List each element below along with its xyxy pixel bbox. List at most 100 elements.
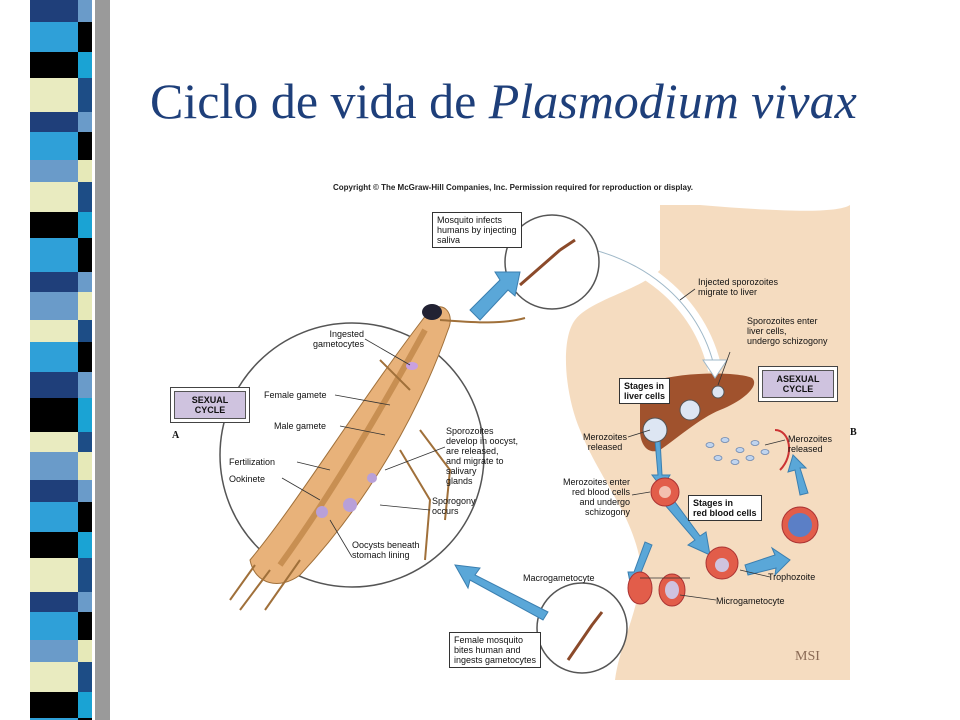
panel-letter-b: B bbox=[850, 427, 857, 438]
strip-block bbox=[30, 112, 78, 132]
arrow-rbc-3 bbox=[787, 454, 809, 496]
label-merozoites-enter-line-3: and undergo bbox=[579, 497, 630, 507]
strip-block bbox=[78, 432, 92, 452]
asexual-cycle-line-2: CYCLE bbox=[782, 384, 814, 394]
strip-block bbox=[78, 0, 92, 22]
label-merozoites-released-2: Merozoites released bbox=[788, 434, 832, 454]
strip-block bbox=[30, 692, 78, 718]
caption-female-mosquito: Female mosquito bites human and ingests … bbox=[449, 632, 542, 668]
strip-block bbox=[78, 558, 92, 592]
strip-block bbox=[78, 612, 92, 640]
label-sporozoites-develop-line-3: are released, bbox=[446, 446, 499, 456]
strip-block bbox=[30, 320, 78, 342]
strip-block bbox=[30, 532, 78, 558]
strip-block bbox=[30, 52, 78, 78]
decorative-left-strip bbox=[30, 0, 110, 720]
strip-block bbox=[30, 160, 78, 182]
label-sporogony: Sporogony occurs bbox=[432, 496, 476, 516]
strip-block bbox=[30, 592, 78, 612]
label-merozoites-enter-line-2: red blood cells bbox=[571, 487, 630, 497]
strip-block bbox=[78, 502, 92, 532]
artist-signature: MSI bbox=[795, 649, 820, 664]
caption-female-mosquito-line-3: ingests gametocytes bbox=[454, 655, 537, 665]
strip-block bbox=[78, 182, 92, 212]
strip-block bbox=[78, 480, 92, 502]
strip-block bbox=[30, 132, 78, 160]
label-microgametocyte: Microgametocyte bbox=[716, 596, 785, 606]
label-oocysts-line-2: stomach lining bbox=[352, 550, 410, 560]
strip-block bbox=[30, 22, 78, 52]
label-sporogony-line-1: Sporogony bbox=[432, 496, 476, 506]
strip-block bbox=[78, 78, 92, 112]
strip-block bbox=[78, 372, 92, 398]
label-sporogony-line-2: occurs bbox=[432, 506, 459, 516]
strip-block bbox=[78, 272, 92, 292]
strip-block bbox=[30, 480, 78, 502]
sexual-cycle-line-1: SEXUAL bbox=[191, 395, 229, 405]
strip-block bbox=[30, 342, 78, 372]
label-merozoites-released-2-line-1: Merozoites bbox=[788, 434, 833, 444]
label-ingested-gametocytes: Ingested gametocytes bbox=[300, 329, 364, 349]
label-sporozoites-develop-line-5: salivary bbox=[446, 466, 477, 476]
strip-block bbox=[30, 238, 78, 272]
strip-block bbox=[30, 78, 78, 112]
strip-block bbox=[78, 342, 92, 372]
strip-block bbox=[78, 592, 92, 612]
arrow-rbc-2 bbox=[744, 546, 791, 577]
strip-block bbox=[30, 718, 78, 720]
label-ingested-gametocytes-line-1: Ingested bbox=[329, 329, 364, 339]
label-merozoites-enter: Merozoites enter red blood cells and und… bbox=[540, 477, 630, 517]
caption-stages-rbc-line-2: red blood cells bbox=[693, 508, 757, 518]
caption-stages-liver-line-2: liver cells bbox=[624, 391, 666, 401]
strip-block bbox=[30, 640, 78, 662]
caption-mosquito-infects-line-2: humans by injecting bbox=[437, 225, 517, 235]
slide-title-italic: Plasmodium vivax bbox=[488, 73, 857, 129]
strip-block bbox=[78, 52, 92, 78]
label-merozoites-released-1: Merozoites released bbox=[579, 432, 631, 452]
caption-stages-rbc-line-1: Stages in bbox=[693, 498, 734, 508]
liver-schizont bbox=[679, 399, 701, 421]
caption-stages-rbc: Stages in red blood cells bbox=[688, 495, 762, 521]
label-female-gamete: Female gamete bbox=[264, 390, 327, 400]
mosquito-bite-circle-top bbox=[504, 214, 600, 310]
strip-block bbox=[78, 292, 92, 320]
strip-block bbox=[30, 558, 78, 592]
strip-block bbox=[78, 112, 92, 132]
caption-mosquito-infects-line-1: Mosquito infects bbox=[437, 215, 503, 225]
panel-letter-a: A bbox=[172, 430, 180, 441]
strip-block bbox=[30, 432, 78, 452]
strip-block bbox=[78, 452, 92, 480]
label-sporozoites-enter-line-1: Sporozoites enter bbox=[747, 316, 818, 326]
merozoite-cluster bbox=[705, 437, 770, 465]
mosquito-bite-circle-bottom bbox=[536, 582, 628, 674]
label-injected-sporozoites-line-1: Injected sporozoites bbox=[698, 277, 779, 287]
label-merozoites-enter-line-4: schizogony bbox=[584, 507, 630, 517]
strip-block bbox=[30, 452, 78, 480]
label-macrogametocyte: Macrogametocyte bbox=[523, 573, 595, 583]
strip-block bbox=[78, 662, 92, 692]
label-sporozoites-develop-line-1: Sporozoites bbox=[446, 426, 494, 436]
caption-female-mosquito-line-2: bites human and bbox=[454, 645, 521, 655]
strip-block bbox=[30, 182, 78, 212]
label-merozoites-enter-line-1: Merozoites enter bbox=[562, 477, 630, 487]
label-sporozoites-enter-line-2: liver cells, bbox=[747, 326, 787, 336]
arrow-to-human bbox=[469, 271, 521, 321]
strip-block bbox=[30, 662, 78, 692]
caption-female-mosquito-line-1: Female mosquito bbox=[454, 635, 524, 645]
strip-block bbox=[30, 292, 78, 320]
strip-block bbox=[78, 718, 92, 720]
strip-block bbox=[30, 0, 78, 22]
label-oocysts-line-1: Oocysts beneath bbox=[352, 540, 420, 550]
label-sporozoites-develop-line-6: glands bbox=[446, 476, 473, 486]
slide-title-main: Ciclo de vida de bbox=[150, 73, 489, 129]
strip-block bbox=[30, 212, 78, 238]
asexual-cycle-line-1: ASEXUAL bbox=[776, 374, 820, 384]
copyright-notice: Copyright © The McGraw-Hill Companies, I… bbox=[333, 183, 694, 192]
label-sporozoites-enter-line-3: undergo schizogony bbox=[747, 336, 828, 346]
label-merozoites-released-2-line-2: released bbox=[788, 444, 823, 454]
strip-block bbox=[78, 238, 92, 272]
label-sporozoites-develop-line-2: develop in oocyst, bbox=[446, 436, 519, 446]
arrow-rbc-1 bbox=[664, 497, 711, 556]
